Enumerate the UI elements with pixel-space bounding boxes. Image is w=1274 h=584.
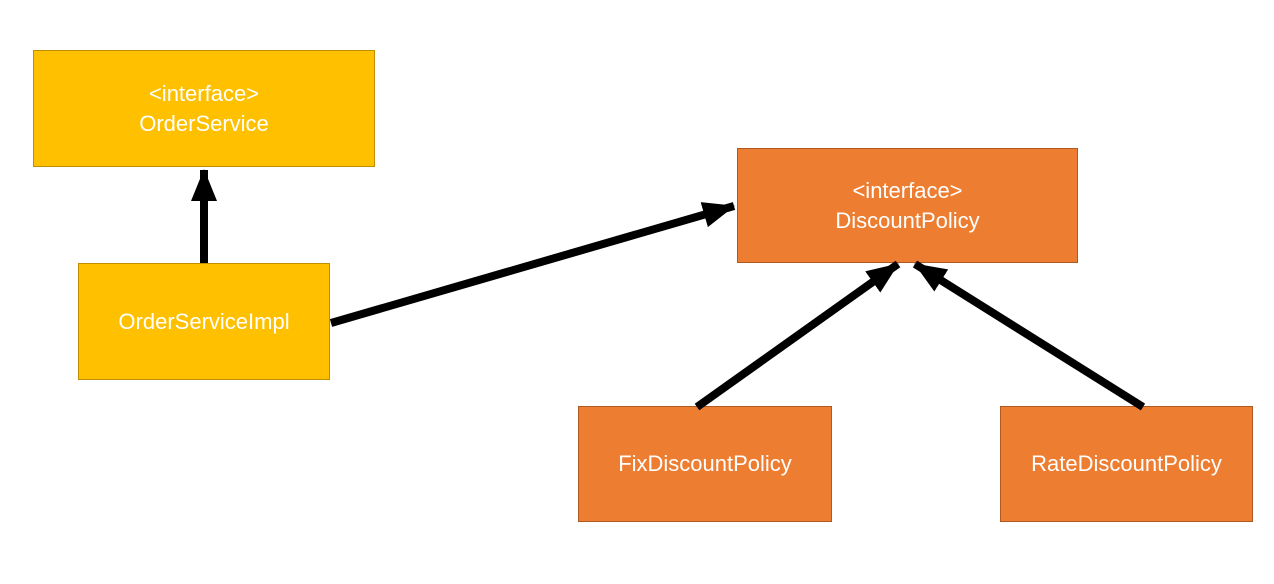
arrow-ratediscountpolicy-to-discountpolicy xyxy=(912,260,1146,411)
class-name-label: FixDiscountPolicy xyxy=(618,451,792,476)
class-name-label: OrderService xyxy=(139,110,269,136)
arrow-fixdiscountpolicy-to-discountpolicy xyxy=(694,260,901,411)
arrow-orderserviceimpl-to-discountpolicy xyxy=(329,202,736,327)
stereotype-label: <interface> xyxy=(852,177,963,203)
class-name-label: RateDiscountPolicy xyxy=(1031,451,1222,476)
node-order-service-impl: OrderServiceImpl xyxy=(78,263,330,380)
node-rate-discount-policy: RateDiscountPolicy xyxy=(1000,406,1253,522)
stereotype-label: <interface> xyxy=(148,80,260,106)
node-fix-discount-policy: FixDiscountPolicy xyxy=(578,406,832,522)
class-name-label: OrderServiceImpl xyxy=(118,308,290,334)
class-name-label: DiscountPolicy xyxy=(835,207,980,233)
node-discount-policy: <interface> DiscountPolicy xyxy=(737,148,1078,263)
node-order-service: <interface> OrderService xyxy=(33,50,375,167)
